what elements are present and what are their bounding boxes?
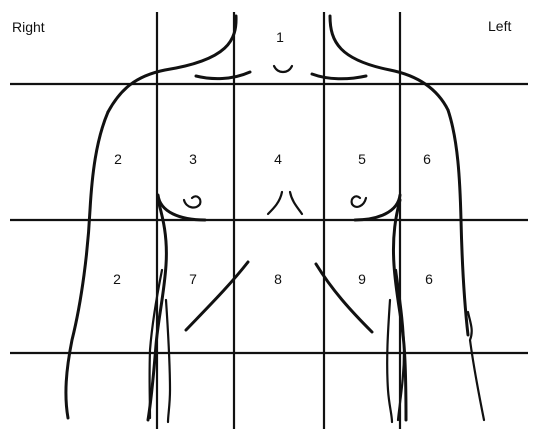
region-number: 6 xyxy=(423,151,431,167)
right-arm-outer xyxy=(66,112,108,418)
sternum-line-right xyxy=(268,192,282,214)
region-number: 7 xyxy=(189,271,197,287)
left-arm-lower xyxy=(468,312,484,420)
left-clavicle xyxy=(312,74,366,79)
region-number: 3 xyxy=(189,151,197,167)
right-inner-arm-2 xyxy=(166,300,170,422)
region-number: 2 xyxy=(113,271,121,287)
region-number: 9 xyxy=(358,271,366,287)
label-left: Left xyxy=(488,18,511,34)
region-number: 1 xyxy=(276,29,284,45)
left-arm-outer xyxy=(448,110,468,335)
neck-shoulder-left xyxy=(330,16,448,110)
region-number: 8 xyxy=(274,271,282,287)
region-number: 2 xyxy=(114,151,122,167)
region-number: 5 xyxy=(358,151,366,167)
left-inner-arm-2 xyxy=(387,300,392,422)
region-grid xyxy=(10,12,528,429)
left-nipple xyxy=(352,196,366,206)
region-number: 4 xyxy=(274,151,282,167)
region-number: 6 xyxy=(425,271,433,287)
right-nipple xyxy=(184,196,200,207)
sternal-notch xyxy=(274,66,292,72)
left-pectoral xyxy=(355,195,400,220)
neck-shoulder-right xyxy=(108,16,236,112)
right-clavicle xyxy=(196,72,250,79)
label-right: Right xyxy=(12,19,45,35)
sternum-line-left xyxy=(290,192,302,214)
